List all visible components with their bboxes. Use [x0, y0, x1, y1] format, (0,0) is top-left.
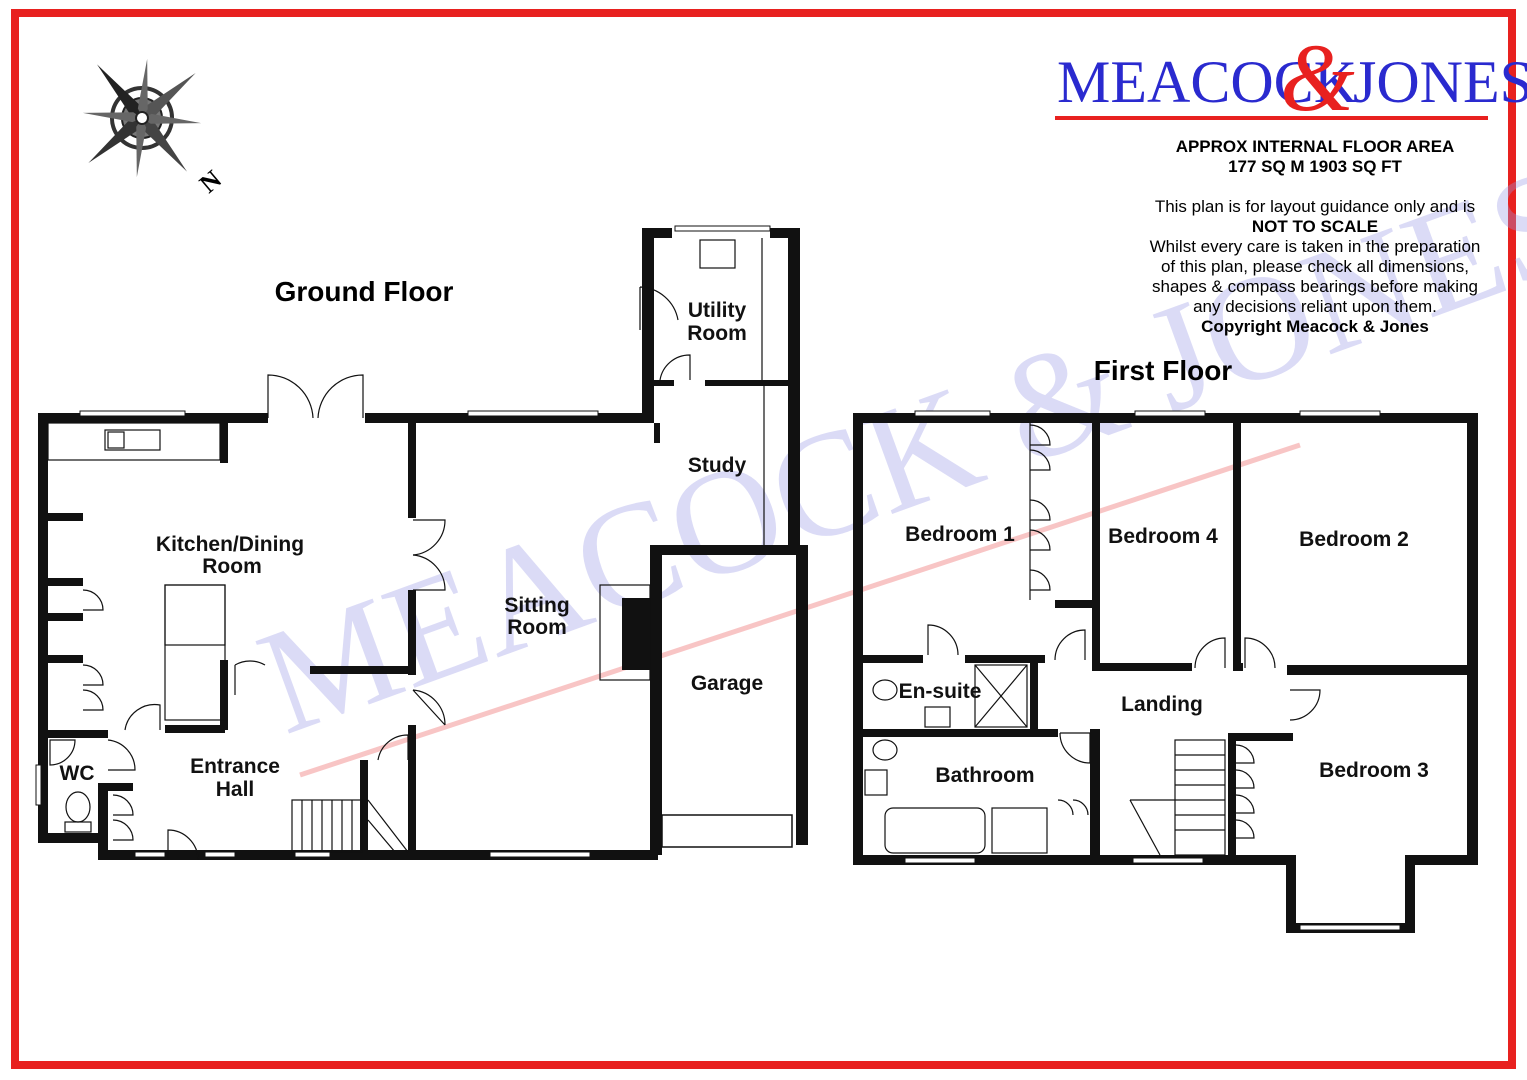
- svg-text:&: &: [1280, 24, 1355, 131]
- room-label-study: Study: [688, 454, 747, 477]
- room-label-bedroom4: Bedroom 4: [1108, 525, 1218, 548]
- ground-stairs: [291, 799, 409, 853]
- first-stairs: [1129, 739, 1226, 856]
- room-label-utility: Utility: [688, 299, 747, 322]
- svg-text:MEACOCK: MEACOCK: [1057, 49, 1357, 115]
- compass-north-label: N: [194, 164, 227, 198]
- disclaimer-line: any decisions reliant upon them.: [1193, 297, 1437, 316]
- area-title: APPROX INTERNAL FLOOR AREA: [1175, 137, 1455, 156]
- room-label-utility-2: Room: [687, 322, 747, 345]
- area-value: 177 SQ M 1903 SQ FT: [1228, 157, 1402, 176]
- room-label-sitting: Sitting: [504, 594, 569, 617]
- copyright: Copyright Meacock & Jones: [1201, 317, 1429, 336]
- room-label-kitchen-2: Room: [202, 555, 262, 578]
- room-label-hall: Hall: [216, 778, 255, 801]
- svg-text:JONES: JONES: [1353, 49, 1527, 115]
- room-label-bedroom1: Bedroom 1: [905, 523, 1015, 546]
- room-label-ensuite: En-suite: [899, 680, 982, 703]
- first-floor-title: First Floor: [1094, 355, 1233, 386]
- first-floor-plan: [853, 410, 1478, 933]
- disclaimer-line: Whilst every care is taken in the prepar…: [1149, 237, 1481, 256]
- ground-floor-plan: [35, 225, 808, 861]
- info-block: APPROX INTERNAL FLOOR AREA 177 SQ M 1903…: [1110, 137, 1520, 177]
- room-label-bathroom: Bathroom: [935, 764, 1034, 787]
- room-label-bedroom3: Bedroom 3: [1319, 759, 1429, 782]
- disclaimer-line: of this plan, please check all dimension…: [1160, 257, 1470, 276]
- room-label-sitting-2: Room: [507, 616, 567, 639]
- not-to-scale: NOT TO SCALE: [1251, 217, 1379, 236]
- compass-rose-icon: [82, 58, 202, 178]
- room-label-entrance: Entrance: [190, 755, 280, 778]
- room-label-garage: Garage: [691, 672, 763, 695]
- brand-logo: MEACOCK & JONES: [1055, 24, 1527, 131]
- disclaimer-line: shapes & compass bearings before making: [1151, 277, 1478, 296]
- page-border: [11, 9, 1516, 1069]
- room-label-bedroom2: Bedroom 2: [1299, 528, 1409, 551]
- ground-floor-title: Ground Floor: [275, 276, 454, 307]
- room-label-wc: WC: [60, 762, 95, 785]
- disclaimer-line: This plan is for layout guidance only an…: [1154, 197, 1476, 216]
- room-label-landing: Landing: [1121, 693, 1203, 716]
- room-label-kitchen: Kitchen/Dining: [156, 533, 304, 556]
- disclaimer-block: This plan is for layout guidance only an…: [1110, 197, 1520, 337]
